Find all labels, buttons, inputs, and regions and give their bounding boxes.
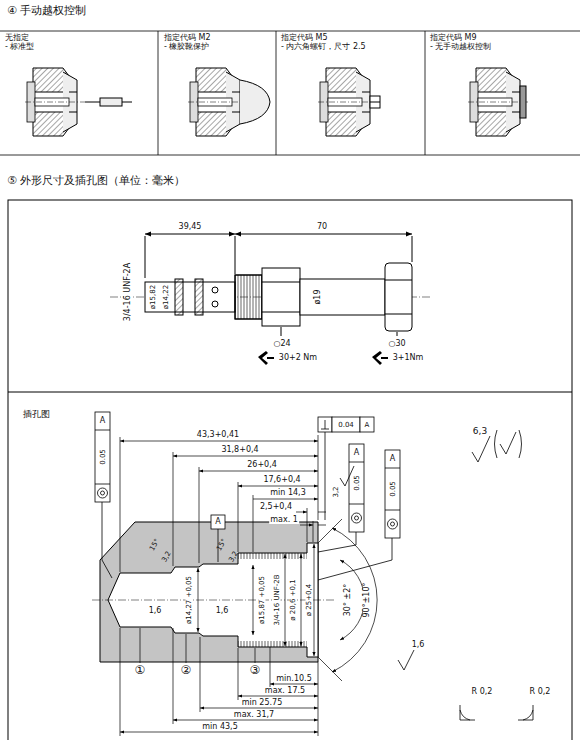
dimension-label: ø 25+0,4	[306, 583, 313, 617]
dimension-label: 31,8+0,4	[220, 446, 259, 454]
datum-ref: A	[389, 455, 396, 463]
radius-label: R 0,2	[471, 688, 494, 696]
datum-label: A	[214, 518, 221, 526]
table-cell: - 内六角螺钉，尺寸 2.5	[280, 43, 367, 51]
dimension-label: ø14,27 +0,05	[186, 575, 193, 625]
roughness-value: 6,3	[472, 427, 488, 436]
roughness-value: 3,2	[161, 550, 174, 565]
dimension-label: min 25.75	[241, 699, 284, 707]
callout-number: ③	[249, 664, 262, 676]
dimension-label: ø14,22	[163, 284, 170, 310]
drawing-title: 插孔图	[22, 410, 51, 419]
dimension-label: 39,45	[178, 223, 203, 231]
dimension-label: min 14,3	[269, 489, 306, 497]
torque-label: 3+1Nm	[392, 354, 425, 362]
datum-ref: A	[99, 417, 106, 425]
tolerance-value: 0.04	[337, 422, 355, 429]
table-cell: - 无手动越权控制	[429, 43, 492, 51]
dimension-label: min.10.5	[275, 675, 312, 683]
roughness-value: 1,6	[411, 641, 426, 649]
dimension-label: max. 1	[269, 516, 299, 524]
table-cell: - 标准型	[4, 43, 35, 51]
torque-label: 30+2 Nm	[278, 354, 318, 362]
dimension-label: ø15,82	[150, 284, 157, 310]
roughness-value: 1,6	[215, 607, 230, 615]
dimension-label: 43,3+0,41	[196, 431, 240, 439]
roughness-value: 1,6	[148, 607, 163, 615]
thread-label: 3/4-16 UNF-2B	[274, 573, 281, 626]
tolerance-value: 0.05	[353, 474, 360, 492]
angle-label: 30° ±2°	[344, 583, 352, 618]
tolerance-value: 0.05	[99, 448, 106, 466]
angle-label: 15°	[148, 537, 161, 553]
roughness-value: 3,2	[228, 550, 241, 565]
dimension-label: ø19	[314, 288, 322, 305]
table-cell: - 橡胶靴保护	[163, 43, 210, 51]
dimension-label: 70	[316, 223, 328, 231]
dimension-label: max. 31,7	[233, 711, 275, 719]
section-heading: ⑤ 外形尺寸及插孔图（单位：毫米）	[6, 175, 186, 186]
table-cell: 无指定	[4, 34, 30, 42]
roughness-value: 3,2	[333, 485, 340, 498]
datum-ref: A	[353, 449, 360, 457]
callout-number: ①	[134, 664, 147, 676]
thread-label: 3/4-16 UNF-2A	[124, 262, 132, 322]
section-heading: ④ 手动越权控制	[6, 5, 87, 16]
dimension-label: 2,5+0,4	[259, 503, 293, 511]
table-cell: 指定代码 M2	[163, 34, 212, 42]
table-cell: 指定代码 M9	[429, 34, 478, 42]
dimension-label: ø15,87 +0,05	[259, 575, 266, 625]
angle-label: 90°±10°	[363, 581, 371, 618]
tolerance-value: 0.05	[389, 480, 396, 498]
dimension-label: max. 17.5	[264, 687, 306, 695]
dimension-label: 17,6+0,4	[262, 476, 301, 484]
dimension-label: ø 20,6 +0,1	[290, 578, 297, 621]
callout-number: ②	[180, 664, 193, 676]
dimension-label: 26+0,4	[246, 461, 278, 469]
table-cell: 指定代码 M5	[280, 34, 329, 42]
wrench-size: ○24	[272, 340, 291, 348]
angle-label: 15°	[215, 537, 228, 553]
dimension-label: min 43,5	[201, 723, 238, 731]
wrench-size: ○30	[387, 340, 406, 348]
datum-ref: A	[364, 422, 371, 429]
radius-label: R 0,2	[529, 688, 552, 696]
